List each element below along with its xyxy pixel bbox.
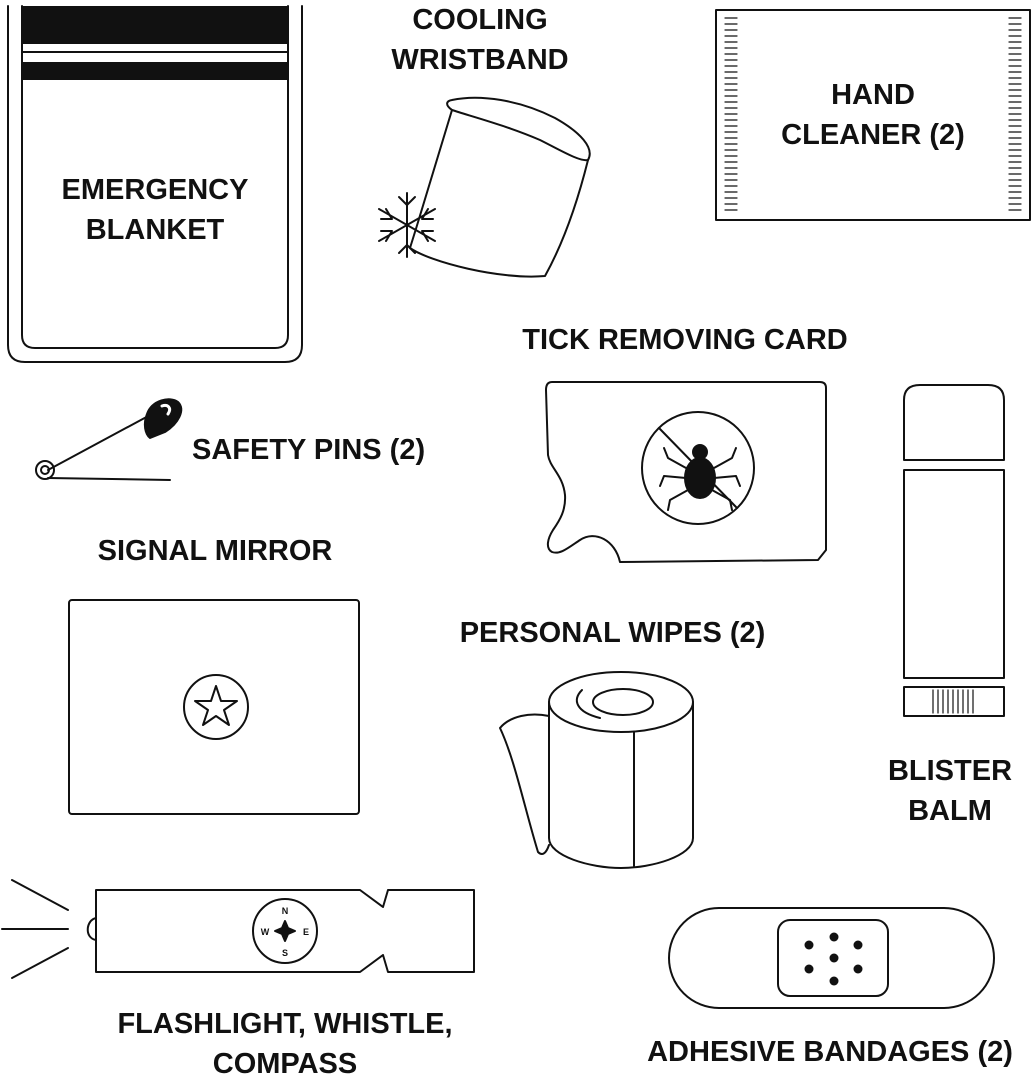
star-icon	[194, 685, 238, 726]
signal-mirror-label: SIGNAL MIRROR	[97, 535, 333, 567]
emergency-blanket-label: EMERGENCY BLANKET	[22, 170, 288, 250]
blister-balm-label: BLISTER BALM	[880, 751, 1020, 831]
emergency-blanket-label-line1: EMERGENCY	[61, 174, 249, 206]
hand-cleaner-label-line1: HAND	[831, 79, 915, 111]
tick-bug-icon	[659, 444, 741, 511]
adhesive-bandages-label: ADHESIVE BANDAGES (2)	[647, 1036, 1013, 1068]
blister-balm-icon	[903, 384, 1005, 717]
bandage-dots	[804, 932, 863, 986]
flashlight-label-line1: FLASHLIGHT, WHISTLE,	[117, 1008, 453, 1040]
blister-balm-label-line1: BLISTER	[887, 755, 1013, 787]
safety-pin-icon	[35, 398, 183, 481]
compass-east-label: E	[303, 927, 309, 937]
flashlight-label-line2: COMPASS	[212, 1048, 358, 1080]
cooling-wristband-label-line1: COOLING	[412, 4, 548, 36]
emergency-blanket-icon	[7, 5, 303, 363]
blister-balm-label-line2: BALM	[908, 795, 992, 827]
safety-pins-label: SAFETY PINS (2)	[192, 434, 426, 466]
tick-card-label: TICK REMOVING CARD	[522, 324, 848, 356]
cooling-wristband-label: COOLING WRISTBAND	[370, 0, 590, 80]
hand-cleaner-label-line2: CLEANER (2)	[781, 119, 965, 151]
flashlight-icon	[1, 879, 475, 979]
emergency-blanket-label-line2: BLANKET	[85, 214, 225, 246]
compass-south-label: S	[282, 948, 288, 958]
snowflake-icon	[378, 192, 436, 258]
tick-card-icon	[545, 381, 827, 563]
personal-wipes-label: PERSONAL WIPES (2)	[459, 617, 766, 649]
signal-mirror-icon	[68, 599, 360, 815]
compass-west-label: W	[261, 927, 270, 937]
personal-wipes-icon	[499, 671, 694, 869]
cooling-wristband-icon	[378, 96, 591, 278]
cooling-wristband-label-line2: WRISTBAND	[391, 44, 569, 76]
adhesive-bandage-icon	[668, 907, 995, 1009]
flashlight-whistle-compass-label: FLASHLIGHT, WHISTLE, COMPASS	[100, 1004, 470, 1084]
compass-north-label: N	[282, 906, 289, 916]
hand-cleaner-label: HAND CLEANER (2)	[740, 75, 1006, 155]
compass-icon	[252, 898, 318, 964]
hand-cleaner-icon	[715, 9, 1031, 221]
